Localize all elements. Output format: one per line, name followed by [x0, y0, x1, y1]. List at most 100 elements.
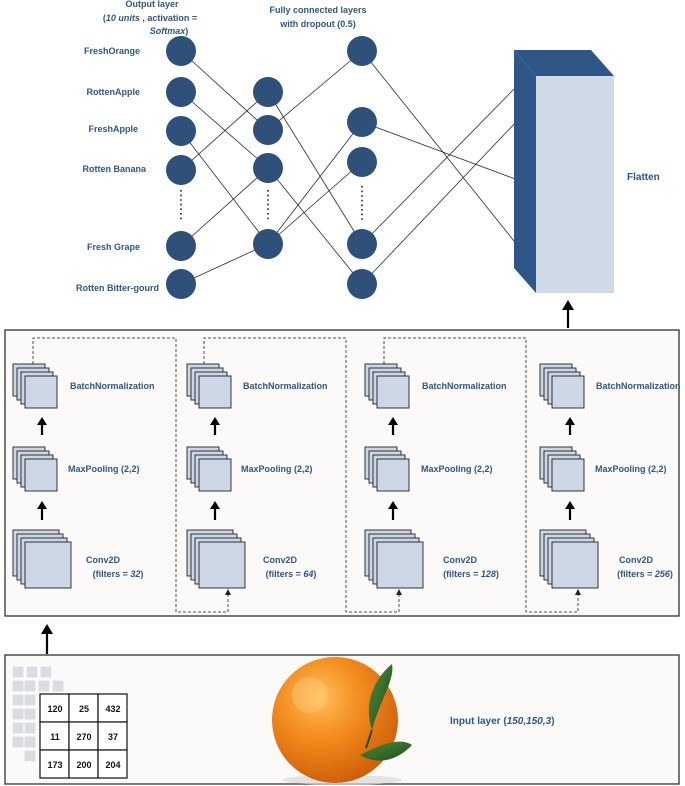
- batchnorm-stack: [539, 363, 585, 409]
- neuron: [253, 153, 283, 183]
- class-labels: FreshOrange RottenApple FreshApple Rotte…: [76, 46, 159, 293]
- neuron: [253, 77, 283, 107]
- fc-layers-title-line1: Fully connected layers: [269, 5, 366, 15]
- conv-block-3: BatchNormalization MaxPooling (2,2) Conv…: [364, 363, 507, 589]
- batchnorm-stack: [364, 363, 410, 409]
- output-layer-title-line2: (10 units , activation =: [103, 13, 197, 23]
- maxpool-label: MaxPooling (2,2): [595, 464, 667, 474]
- neuron: [253, 115, 283, 145]
- matrix-cell: 37: [108, 732, 118, 742]
- conv2d-filters: (filters = 256): [617, 569, 673, 579]
- matrix-cell: 270: [76, 732, 91, 742]
- matrix-cell: 25: [79, 704, 89, 714]
- maxpool-stack: [539, 446, 585, 492]
- batchnorm-stack: [12, 363, 58, 409]
- connection: [180, 50, 269, 131]
- conv2d-label: Conv2D: [86, 555, 121, 565]
- connection: [180, 91, 269, 169]
- output-layer-title-line1: Output layer: [125, 0, 179, 9]
- skip-connection-2: [203, 337, 400, 613]
- back-channels: [11, 665, 65, 763]
- maxpool-label: MaxPooling (2,2): [241, 464, 313, 474]
- output-layer-title: Output layer (10 units , activation = So…: [103, 0, 197, 36]
- class-label-1: RottenApple: [87, 87, 141, 97]
- batchnorm-stack: [186, 363, 232, 409]
- conv2d-filters: (filters = 32): [93, 569, 144, 579]
- connection: [180, 243, 269, 285]
- connection: [361, 84, 519, 245]
- flatten-top-face: [514, 50, 614, 76]
- conv2d-stack: [539, 529, 599, 589]
- connection: [267, 121, 363, 245]
- neuron: [166, 269, 196, 299]
- class-label-2: FreshApple: [88, 124, 138, 134]
- maxpool-label: MaxPooling (2,2): [421, 464, 493, 474]
- conv-block-1: BatchNormalization MaxPooling (2,2) Conv…: [12, 363, 155, 589]
- maxpool-stack: [186, 446, 232, 492]
- matrix-cell: 120: [47, 704, 62, 714]
- neuron: [166, 155, 196, 185]
- hidden-layer-2-nodes: [347, 36, 377, 299]
- matrix-cell: 11: [50, 732, 60, 742]
- matrix-cell: 200: [76, 760, 91, 770]
- input-layer-label: Input layer (150,150,3): [450, 716, 555, 727]
- maxpool-stack: [12, 446, 58, 492]
- connection: [361, 50, 519, 247]
- connection: [180, 91, 269, 171]
- batchnorm-label: BatchNormalization: [596, 381, 681, 391]
- connection: [180, 130, 269, 245]
- conv2d-stack: [12, 529, 72, 589]
- connection: [267, 50, 363, 131]
- matrix-cell: 173: [47, 760, 62, 770]
- connection: [361, 121, 519, 181]
- neuron: [166, 36, 196, 66]
- neuron: [166, 77, 196, 107]
- matrix-cell: 204: [105, 760, 120, 770]
- skip-connection-1: [32, 337, 229, 613]
- conv2d-filters: (filters = 64): [266, 569, 317, 579]
- neuron: [347, 107, 377, 137]
- flatten-label: Flatten: [627, 172, 660, 183]
- arrow-to-flatten: [562, 300, 574, 328]
- network-connections: [180, 50, 519, 285]
- class-label-4: Fresh Grape: [87, 242, 140, 252]
- conv-block-2: BatchNormalization MaxPooling (2,2) Conv…: [186, 363, 328, 589]
- neuron: [347, 229, 377, 259]
- connection: [361, 119, 519, 285]
- class-label-3: Rotten Banana: [82, 164, 147, 174]
- batchnorm-label: BatchNormalization: [243, 381, 328, 391]
- connection: [267, 167, 363, 285]
- neuron: [347, 147, 377, 177]
- input-matrix: 120 25 432 11 270 37 173 200 204: [11, 665, 128, 779]
- flatten-block: Flatten: [514, 50, 660, 293]
- conv2d-stack: [186, 529, 246, 589]
- conv-block-4: BatchNormalization MaxPooling (2,2) Conv…: [539, 363, 681, 589]
- class-label-0: FreshOrange: [84, 46, 140, 56]
- skip-connection-3: [383, 337, 579, 613]
- skip-connections: [32, 337, 581, 613]
- neuron: [253, 229, 283, 259]
- neuron: [166, 116, 196, 146]
- output-layer-title-line3: Softmax): [150, 26, 189, 36]
- output-layer-nodes: [166, 36, 196, 299]
- neuron: [166, 231, 196, 261]
- conv2d-label: Conv2D: [443, 555, 478, 565]
- connection: [180, 167, 269, 247]
- neuron: [347, 269, 377, 299]
- class-label-5: Rotten Bitter-gourd: [76, 283, 159, 293]
- neuron: [347, 36, 377, 66]
- fc-layers-title-line2: with dropout (0.5): [279, 19, 356, 29]
- matrix-cell: 432: [105, 704, 120, 714]
- conv2d-filters: (filters = 128): [443, 569, 499, 579]
- hidden-layer-1-nodes: [253, 77, 283, 259]
- flatten-side-face: [514, 50, 536, 293]
- conv2d-label: Conv2D: [263, 555, 298, 565]
- conv2d-label: Conv2D: [619, 555, 654, 565]
- maxpool-stack: [364, 446, 410, 492]
- batchnorm-label: BatchNormalization: [422, 381, 507, 391]
- fc-layers-title: Fully connected layers with dropout (0.5…: [269, 5, 366, 29]
- orange-image: [272, 657, 412, 785]
- flatten-front-face: [536, 76, 614, 293]
- batchnorm-label: BatchNormalization: [70, 381, 155, 391]
